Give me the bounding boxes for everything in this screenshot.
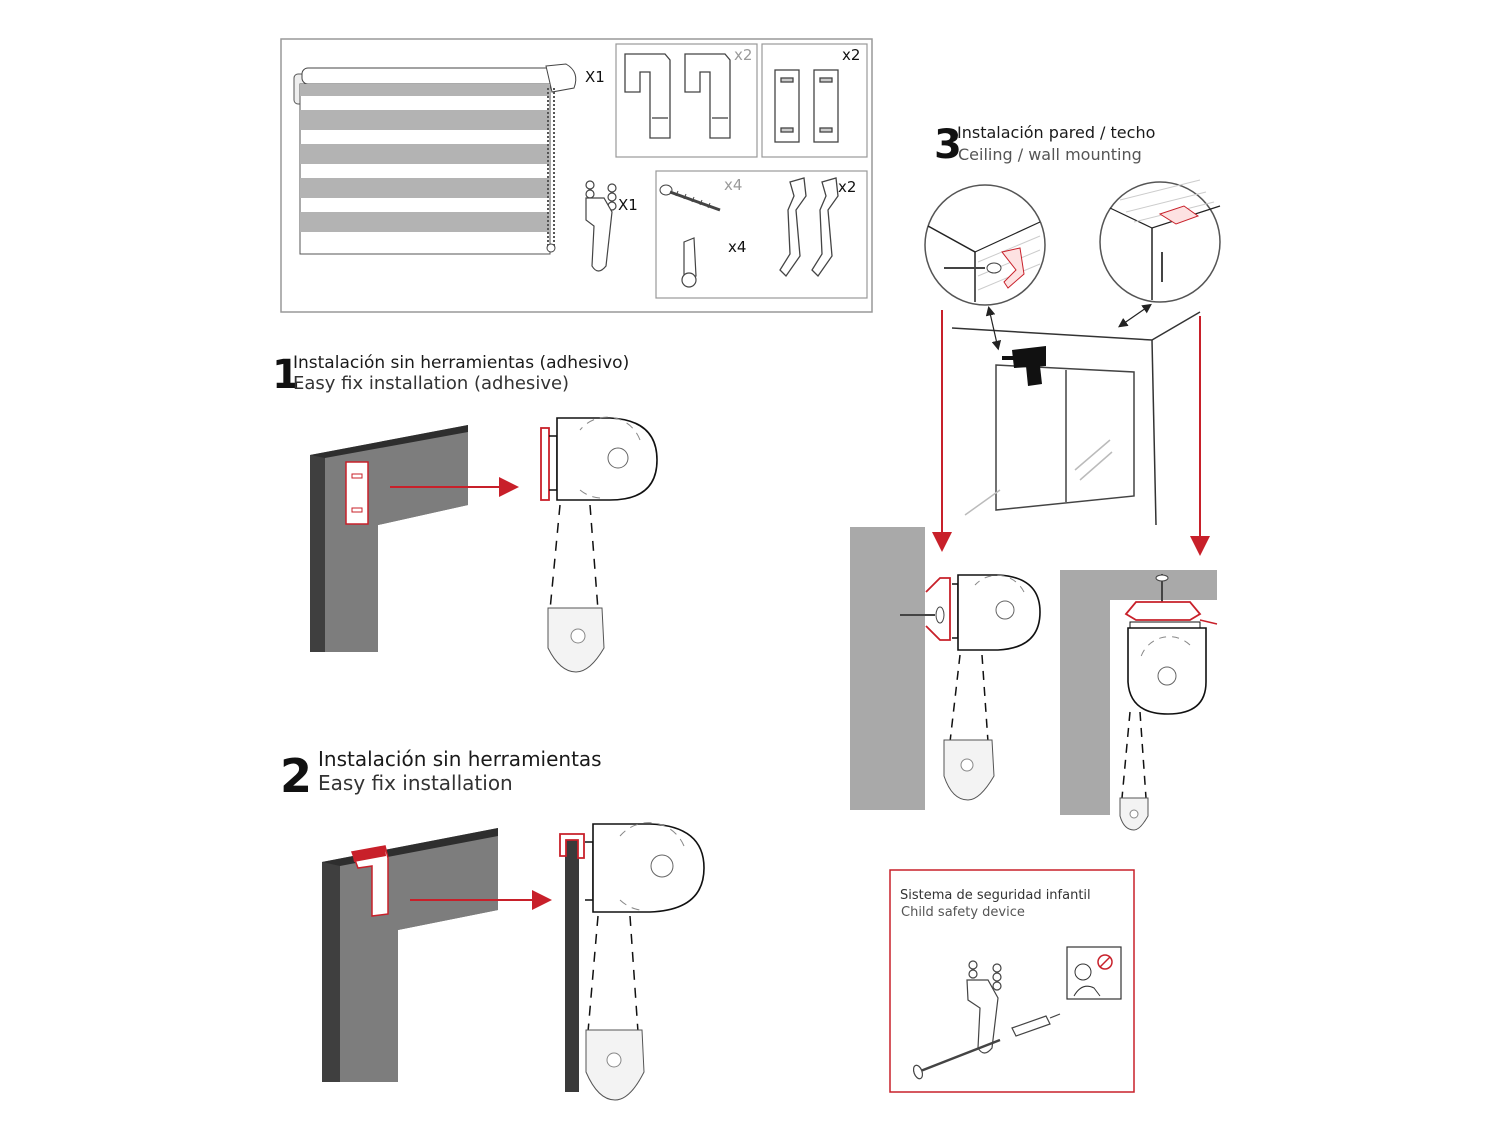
ceiling-mount-detail xyxy=(1099,179,1221,303)
screw-icon xyxy=(659,184,721,212)
safety-device-mount-illustration xyxy=(912,960,1061,1080)
ceiling-detail-pointer xyxy=(1118,303,1152,328)
step-2-title-es: Instalación sin herramientas xyxy=(318,747,602,771)
hook-quantity: x2 xyxy=(734,46,752,64)
adhesive-quantity: x2 xyxy=(842,46,860,64)
hook-bracket-on-frame xyxy=(350,845,389,917)
step-1: 1 Instalación sin herramientas (adhesivo… xyxy=(272,352,658,673)
plug-quantity: x4 xyxy=(728,238,746,256)
step-1-title-es: Instalación sin herramientas (adhesivo) xyxy=(293,353,629,373)
step-3-title-es: Instalación pared / techo xyxy=(957,123,1155,142)
headrail-section-1 xyxy=(540,416,658,673)
step-2-title-en: Easy fix installation xyxy=(318,771,513,795)
safety-device-icon xyxy=(585,180,617,272)
mounting-bracket-icons xyxy=(779,177,839,278)
adhesive-strip-icons xyxy=(774,69,839,143)
step-2: 2 Instalación sin herramientas Easy fix … xyxy=(280,747,705,1101)
bracket-quantity: x2 xyxy=(838,178,856,196)
safety-title-en: Child safety device xyxy=(901,905,1025,920)
step-1-number: 1 xyxy=(272,352,300,398)
child-safety-icon xyxy=(1066,946,1122,1000)
adhesive-strip-on-frame xyxy=(345,461,369,525)
safety-title-es: Sistema de seguridad infantil xyxy=(900,888,1091,903)
wall-mount-section xyxy=(850,527,1041,810)
safety-device-quantity: X1 xyxy=(618,196,638,214)
step-2-number: 2 xyxy=(280,749,312,803)
step-3: 3 Instalación pared / techo Ceiling / wa… xyxy=(850,122,1221,831)
headrail-section-2 xyxy=(559,822,705,1101)
wall-detail-pointer xyxy=(985,305,1002,351)
step-3-title-en: Ceiling / wall mounting xyxy=(958,145,1142,164)
window-frame-corner-2 xyxy=(322,828,498,1082)
step-1-title-en: Easy fix installation (adhesive) xyxy=(293,373,569,394)
wall-mount-detail xyxy=(924,184,1046,306)
hook-bracket-icons xyxy=(624,53,731,139)
blind-quantity: X1 xyxy=(585,68,605,86)
kit-contents: X1 x2 x2 X1 xyxy=(280,38,873,313)
ceiling-mount-section xyxy=(1060,570,1218,831)
wall-plug-icon xyxy=(681,237,697,288)
step-3-number: 3 xyxy=(934,122,962,168)
screw-quantity: x4 xyxy=(724,176,742,194)
window-frame-corner xyxy=(310,425,468,652)
child-safety-box: Sistema de seguridad infantil Child safe… xyxy=(889,869,1135,1093)
room-window-scene xyxy=(951,311,1201,526)
roller-blind-illustration xyxy=(293,63,577,255)
drill-icon xyxy=(1002,346,1046,386)
